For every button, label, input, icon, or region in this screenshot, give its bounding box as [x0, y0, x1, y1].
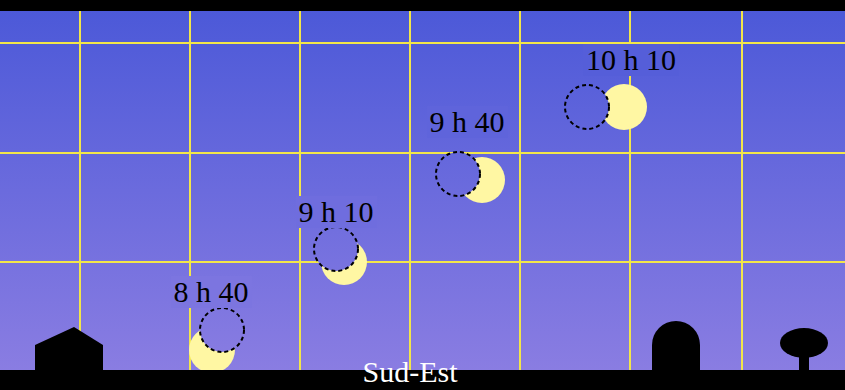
eclipse-step	[189, 308, 244, 373]
sun-positions	[189, 84, 647, 373]
time-label: 9 h 40	[427, 106, 508, 138]
grid-line	[79, 11, 81, 370]
grid-line	[519, 11, 521, 370]
top-border	[0, 0, 845, 11]
direction-label: Sud-Est	[359, 356, 460, 388]
house-silhouette	[35, 327, 103, 372]
time-label: 8 h 40	[171, 276, 252, 308]
grid-line	[0, 261, 845, 263]
tree-trunk	[799, 350, 809, 372]
grid-line	[189, 11, 191, 370]
grid-line	[0, 42, 845, 44]
time-label: 9 h 10	[296, 196, 377, 228]
moon-disc	[565, 85, 609, 129]
eclipse-step	[314, 227, 367, 285]
dome-silhouette	[652, 321, 700, 372]
grid-line	[0, 152, 845, 154]
moon-disc	[436, 152, 480, 196]
eclipse-step	[436, 152, 505, 203]
grid-line	[299, 11, 301, 370]
grid-line	[409, 11, 411, 370]
grid-line	[741, 11, 743, 370]
moon-disc	[200, 308, 244, 352]
grid	[0, 11, 845, 370]
time-label: 10 h 10	[583, 44, 679, 76]
moon-disc	[314, 227, 358, 271]
eclipse-step	[565, 84, 647, 130]
